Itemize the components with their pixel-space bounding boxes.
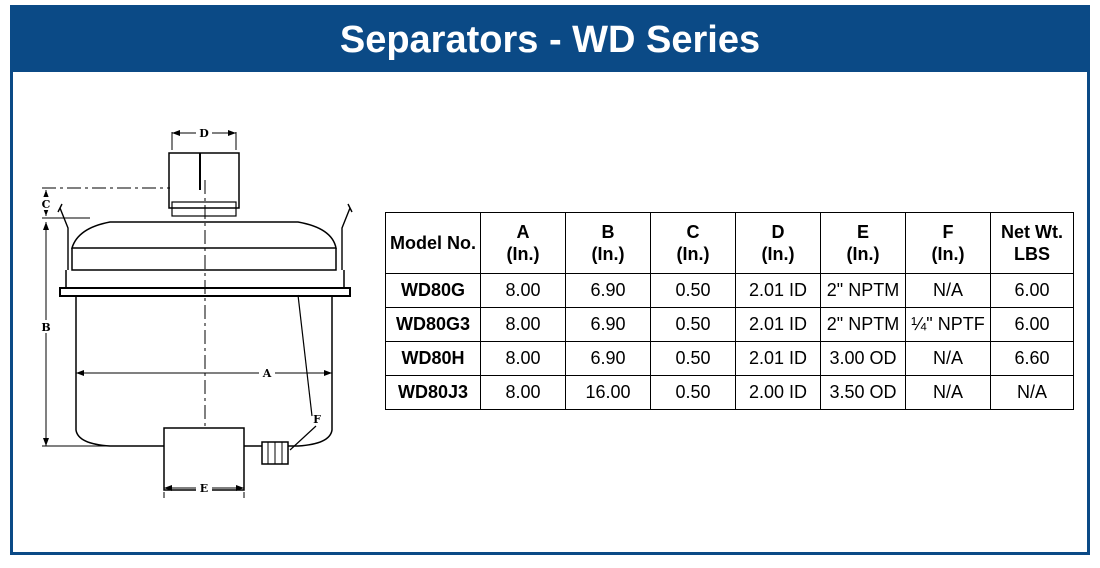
cell-model: WD80G xyxy=(385,273,481,308)
separator-diagram: D C B A F E xyxy=(38,126,353,498)
canister-body xyxy=(75,296,333,447)
inlet-pipe xyxy=(168,152,240,209)
col-header-b: B(In.) xyxy=(565,212,651,274)
cell-f: ¼" NPTF xyxy=(905,307,991,342)
outlet-pipe xyxy=(163,427,245,491)
cell-e: 3.50 OD xyxy=(820,375,906,410)
separator-drawing: D C B A F E xyxy=(30,120,370,500)
cell-a: 8.00 xyxy=(480,273,566,308)
cell-b: 6.90 xyxy=(565,341,651,376)
table-row: WD80H 8.00 6.90 0.50 2.01 ID 3.00 OD N/A… xyxy=(385,341,1074,376)
table-header-row: Model No. A(In.) B(In.) C(In.) D(In.) E(… xyxy=(385,212,1074,274)
cell-b: 6.90 xyxy=(565,307,651,342)
cell-a: 8.00 xyxy=(480,307,566,342)
cell-c: 0.50 xyxy=(650,307,736,342)
dim-label-a: A xyxy=(262,367,272,380)
cell-net-wt: N/A xyxy=(990,375,1074,410)
cell-f: N/A xyxy=(905,273,991,308)
cell-c: 0.50 xyxy=(650,375,736,410)
col-header-d: D(In.) xyxy=(735,212,821,274)
cell-e: 2" NPTM xyxy=(820,307,906,342)
col-header-e: E(In.) xyxy=(820,212,906,274)
dim-label-d: D xyxy=(199,127,209,140)
col-header-c: C(In.) xyxy=(650,212,736,274)
dim-label-c: C xyxy=(42,198,51,211)
specs-table: Model No. A(In.) B(In.) C(In.) D(In.) E(… xyxy=(385,212,1074,410)
col-header-net-wt: Net Wt.LBS xyxy=(990,212,1074,274)
cell-net-wt: 6.00 xyxy=(990,307,1074,342)
lid xyxy=(70,221,337,249)
cell-f: N/A xyxy=(905,375,991,410)
cell-f: N/A xyxy=(905,341,991,376)
col-header-a: A(In.) xyxy=(480,212,566,274)
dim-label-f: F xyxy=(313,413,321,426)
cell-model: WD80G3 xyxy=(385,307,481,342)
cell-d: 2.01 ID xyxy=(735,307,821,342)
table-row: WD80J3 8.00 16.00 0.50 2.00 ID 3.50 OD N… xyxy=(385,375,1074,410)
table-row: WD80G 8.00 6.90 0.50 2.01 ID 2" NPTM N/A… xyxy=(385,273,1074,308)
cell-a: 8.00 xyxy=(480,341,566,376)
cell-d: 2.01 ID xyxy=(735,273,821,308)
cell-b: 16.00 xyxy=(565,375,651,410)
cell-b: 6.90 xyxy=(565,273,651,308)
cell-a: 8.00 xyxy=(480,375,566,410)
cell-model: WD80H xyxy=(385,341,481,376)
col-header-f: F(In.) xyxy=(905,212,991,274)
dim-label-b: B xyxy=(41,321,50,334)
title-banner: Separators - WD Series xyxy=(13,8,1087,72)
cell-net-wt: 6.00 xyxy=(990,273,1074,308)
cell-e: 2" NPTM xyxy=(820,273,906,308)
table-row: WD80G3 8.00 6.90 0.50 2.01 ID 2" NPTM ¼"… xyxy=(385,307,1074,342)
cell-e: 3.00 OD xyxy=(820,341,906,376)
cell-model: WD80J3 xyxy=(385,375,481,410)
dim-label-e: E xyxy=(200,482,208,495)
cell-c: 0.50 xyxy=(650,341,736,376)
cell-net-wt: 6.60 xyxy=(990,341,1074,376)
col-header-model: Model No. xyxy=(385,212,481,274)
cell-c: 0.50 xyxy=(650,273,736,308)
cell-d: 2.00 ID xyxy=(735,375,821,410)
cell-d: 2.01 ID xyxy=(735,341,821,376)
page-title: Separators - WD Series xyxy=(339,18,761,61)
